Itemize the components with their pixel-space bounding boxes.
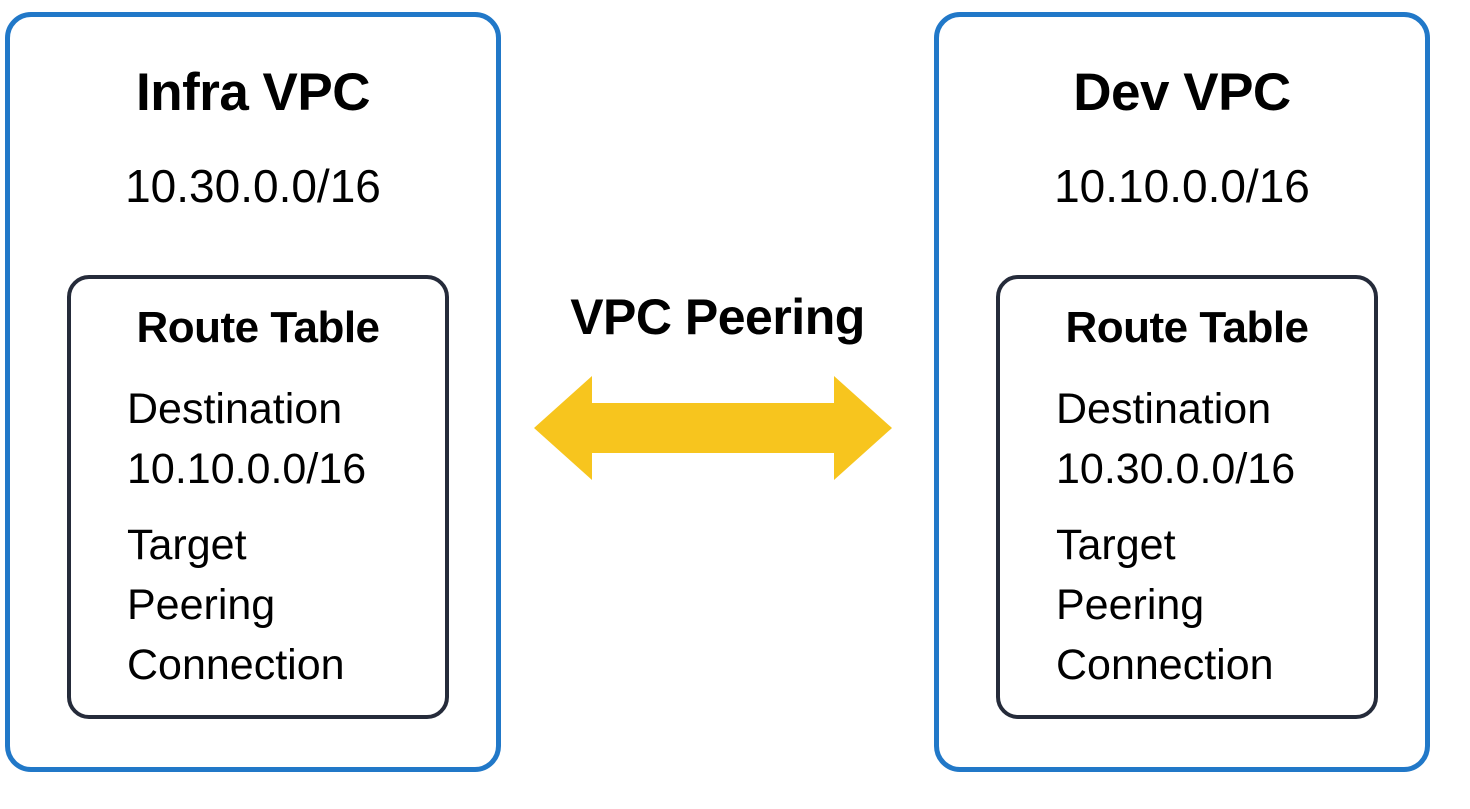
route-table-box-infra: Route Table Destination 10.10.0.0/16 Tar…	[67, 275, 449, 719]
route-table-title-infra: Route Table	[136, 303, 380, 352]
vpc-title-dev: Dev VPC	[1073, 63, 1291, 122]
vpc-panel-dev: Dev VPC 10.10.0.0/16 Route Table Destina…	[934, 12, 1430, 772]
route-table-title-dev: Route Table	[1065, 303, 1309, 352]
route-table-line: Connection	[1056, 641, 1274, 689]
route-table-line: 10.10.0.0/16	[127, 445, 367, 493]
route-table-line: Connection	[127, 641, 345, 689]
vpc-cidr-dev: 10.10.0.0/16	[1054, 160, 1310, 212]
vpc-peering-label: VPC Peering	[570, 289, 865, 345]
route-table-line: Destination	[127, 385, 343, 433]
route-table-line: Destination	[1056, 385, 1272, 433]
route-table-line: Peering	[127, 581, 276, 629]
double-headed-horizontal-arrow-icon	[534, 373, 892, 483]
vpc-panel-infra: Infra VPC 10.30.0.0/16 Route Table Desti…	[5, 12, 501, 772]
route-table-box-dev: Route Table Destination 10.30.0.0/16 Tar…	[996, 275, 1378, 719]
route-table-lines-dev: Destination 10.30.0.0/16 Target Peering …	[1056, 379, 1364, 695]
route-table-line: Target	[127, 521, 247, 569]
route-table-line: Target	[1056, 521, 1176, 569]
vpc-cidr-infra: 10.30.0.0/16	[125, 160, 381, 212]
route-table-line: 10.30.0.0/16	[1056, 445, 1296, 493]
route-table-line: Peering	[1056, 581, 1205, 629]
route-table-lines-infra: Destination 10.10.0.0/16 Target Peering …	[127, 379, 435, 695]
vpc-peering-connector: VPC Peering	[501, 290, 934, 500]
vpc-title-infra: Infra VPC	[135, 63, 371, 122]
